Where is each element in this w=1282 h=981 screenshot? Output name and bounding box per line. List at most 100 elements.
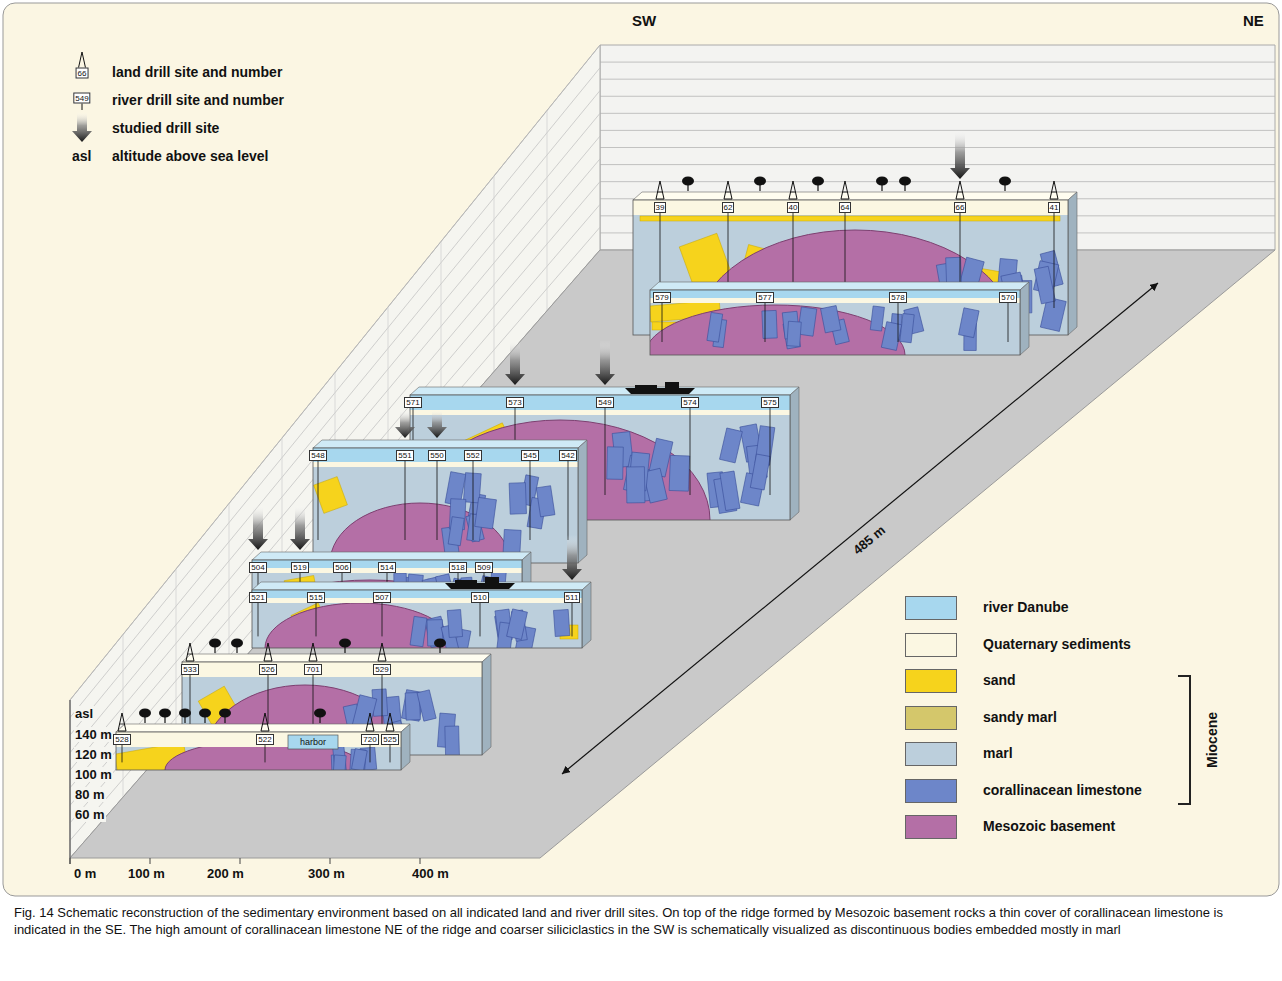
section-body [410, 395, 790, 520]
drill-line [382, 602, 383, 636]
legend-text: Mesozoic basement [983, 818, 1115, 834]
drill-derrick [843, 192, 848, 193]
limestone-body [445, 726, 460, 755]
drill-number: 571 [404, 397, 421, 408]
legend-text: studied drill site [112, 120, 219, 136]
drill-number: 570 [999, 292, 1016, 303]
river-water [313, 448, 578, 462]
drill-line [318, 460, 319, 540]
limestone-body [475, 497, 497, 528]
quaternary-layer [313, 462, 578, 467]
drill-line [316, 602, 317, 636]
river-water [410, 395, 790, 410]
drill-line [473, 460, 474, 540]
section-side [482, 654, 491, 755]
drill-derrick [791, 192, 796, 193]
drill-number: 519 [291, 562, 308, 573]
drill-line [1008, 302, 1009, 342]
quaternary-layer [650, 298, 1020, 303]
tree-symbol [179, 709, 191, 718]
tree-symbol [682, 177, 694, 186]
legend-text: altitude above sea level [112, 148, 268, 164]
drill-derrick [841, 181, 849, 199]
drill-number: 542 [559, 450, 576, 461]
section-top [252, 552, 531, 560]
axis-value: 400 m [412, 866, 449, 881]
section-side [790, 387, 799, 520]
section-side [401, 724, 410, 770]
drill-line [258, 602, 259, 636]
limestone-body [881, 322, 901, 351]
studied-drill-arrow [595, 340, 615, 385]
studied-drill-arrow [562, 535, 582, 580]
drill-number: 575 [761, 397, 778, 408]
drill-number: 515 [307, 592, 324, 603]
drill-derrick [366, 713, 374, 731]
floor [70, 250, 1275, 858]
drill-line [662, 302, 663, 342]
direction-label: SW [632, 12, 656, 29]
drill-derrick [956, 181, 964, 199]
limestone-body [448, 517, 464, 546]
legend-text: sandy marl [983, 709, 1057, 725]
drill-derrick [261, 713, 269, 731]
drill-number: 66 [954, 202, 967, 213]
drill-derrick [386, 713, 394, 731]
drill-number: 39 [654, 202, 667, 213]
tree-symbol [899, 177, 911, 186]
drill-number: 514 [378, 562, 395, 573]
legend-swatch [905, 706, 957, 730]
section-outline [410, 395, 790, 520]
sand-body [640, 216, 1060, 221]
tree-symbol [339, 639, 351, 648]
limestone-body [1034, 266, 1055, 304]
drill-line [437, 460, 438, 540]
drill-line [530, 460, 531, 540]
drill-number: 550 [428, 450, 445, 461]
drill-number: 545 [521, 450, 538, 461]
axis-value: 300 m [308, 866, 345, 881]
drill-line [370, 744, 371, 762]
drill-number: 549 [596, 397, 613, 408]
drill-derrick [380, 654, 385, 655]
drill-derrick [264, 643, 272, 661]
grid-line [600, 147, 1275, 148]
tree-symbol [159, 709, 171, 718]
drill-number: 529 [373, 664, 390, 675]
drill-number: 511 [564, 592, 581, 603]
river-water [252, 590, 582, 598]
grid-line [600, 79, 1275, 80]
drill-number: 549 [73, 93, 90, 104]
drill-derrick [726, 192, 731, 193]
drill-derrick [378, 643, 386, 661]
studied-drill-arrow [950, 130, 970, 179]
studied-drill-arrow [248, 505, 268, 550]
axis-value: 100 m [128, 866, 165, 881]
sand-body [314, 477, 348, 514]
miocene-bracket [1178, 676, 1190, 804]
axis-line [70, 700, 71, 864]
drill-number: 522 [256, 734, 273, 745]
section-side [582, 582, 591, 648]
grid-line [600, 62, 1275, 63]
drill-number: 528 [113, 734, 130, 745]
group-label: Miocene [1204, 712, 1220, 768]
drill-line [82, 103, 83, 110]
tree-symbol [434, 639, 446, 648]
section-top [410, 387, 799, 395]
legend-swatch [905, 596, 957, 620]
axis-title: asl [74, 706, 94, 721]
ship-silhouette [455, 580, 477, 583]
limestone-body [707, 312, 723, 342]
tree-symbol [876, 177, 888, 186]
drill-number: 525 [381, 734, 398, 745]
drill-number: 40 [787, 202, 800, 213]
tree-symbol [999, 177, 1011, 186]
section-body [313, 448, 578, 563]
drill-line [390, 744, 391, 762]
limestone-body [870, 306, 884, 331]
drill-number: 701 [304, 664, 321, 675]
tree-symbol [139, 709, 151, 718]
drill-number: 548 [309, 450, 326, 461]
